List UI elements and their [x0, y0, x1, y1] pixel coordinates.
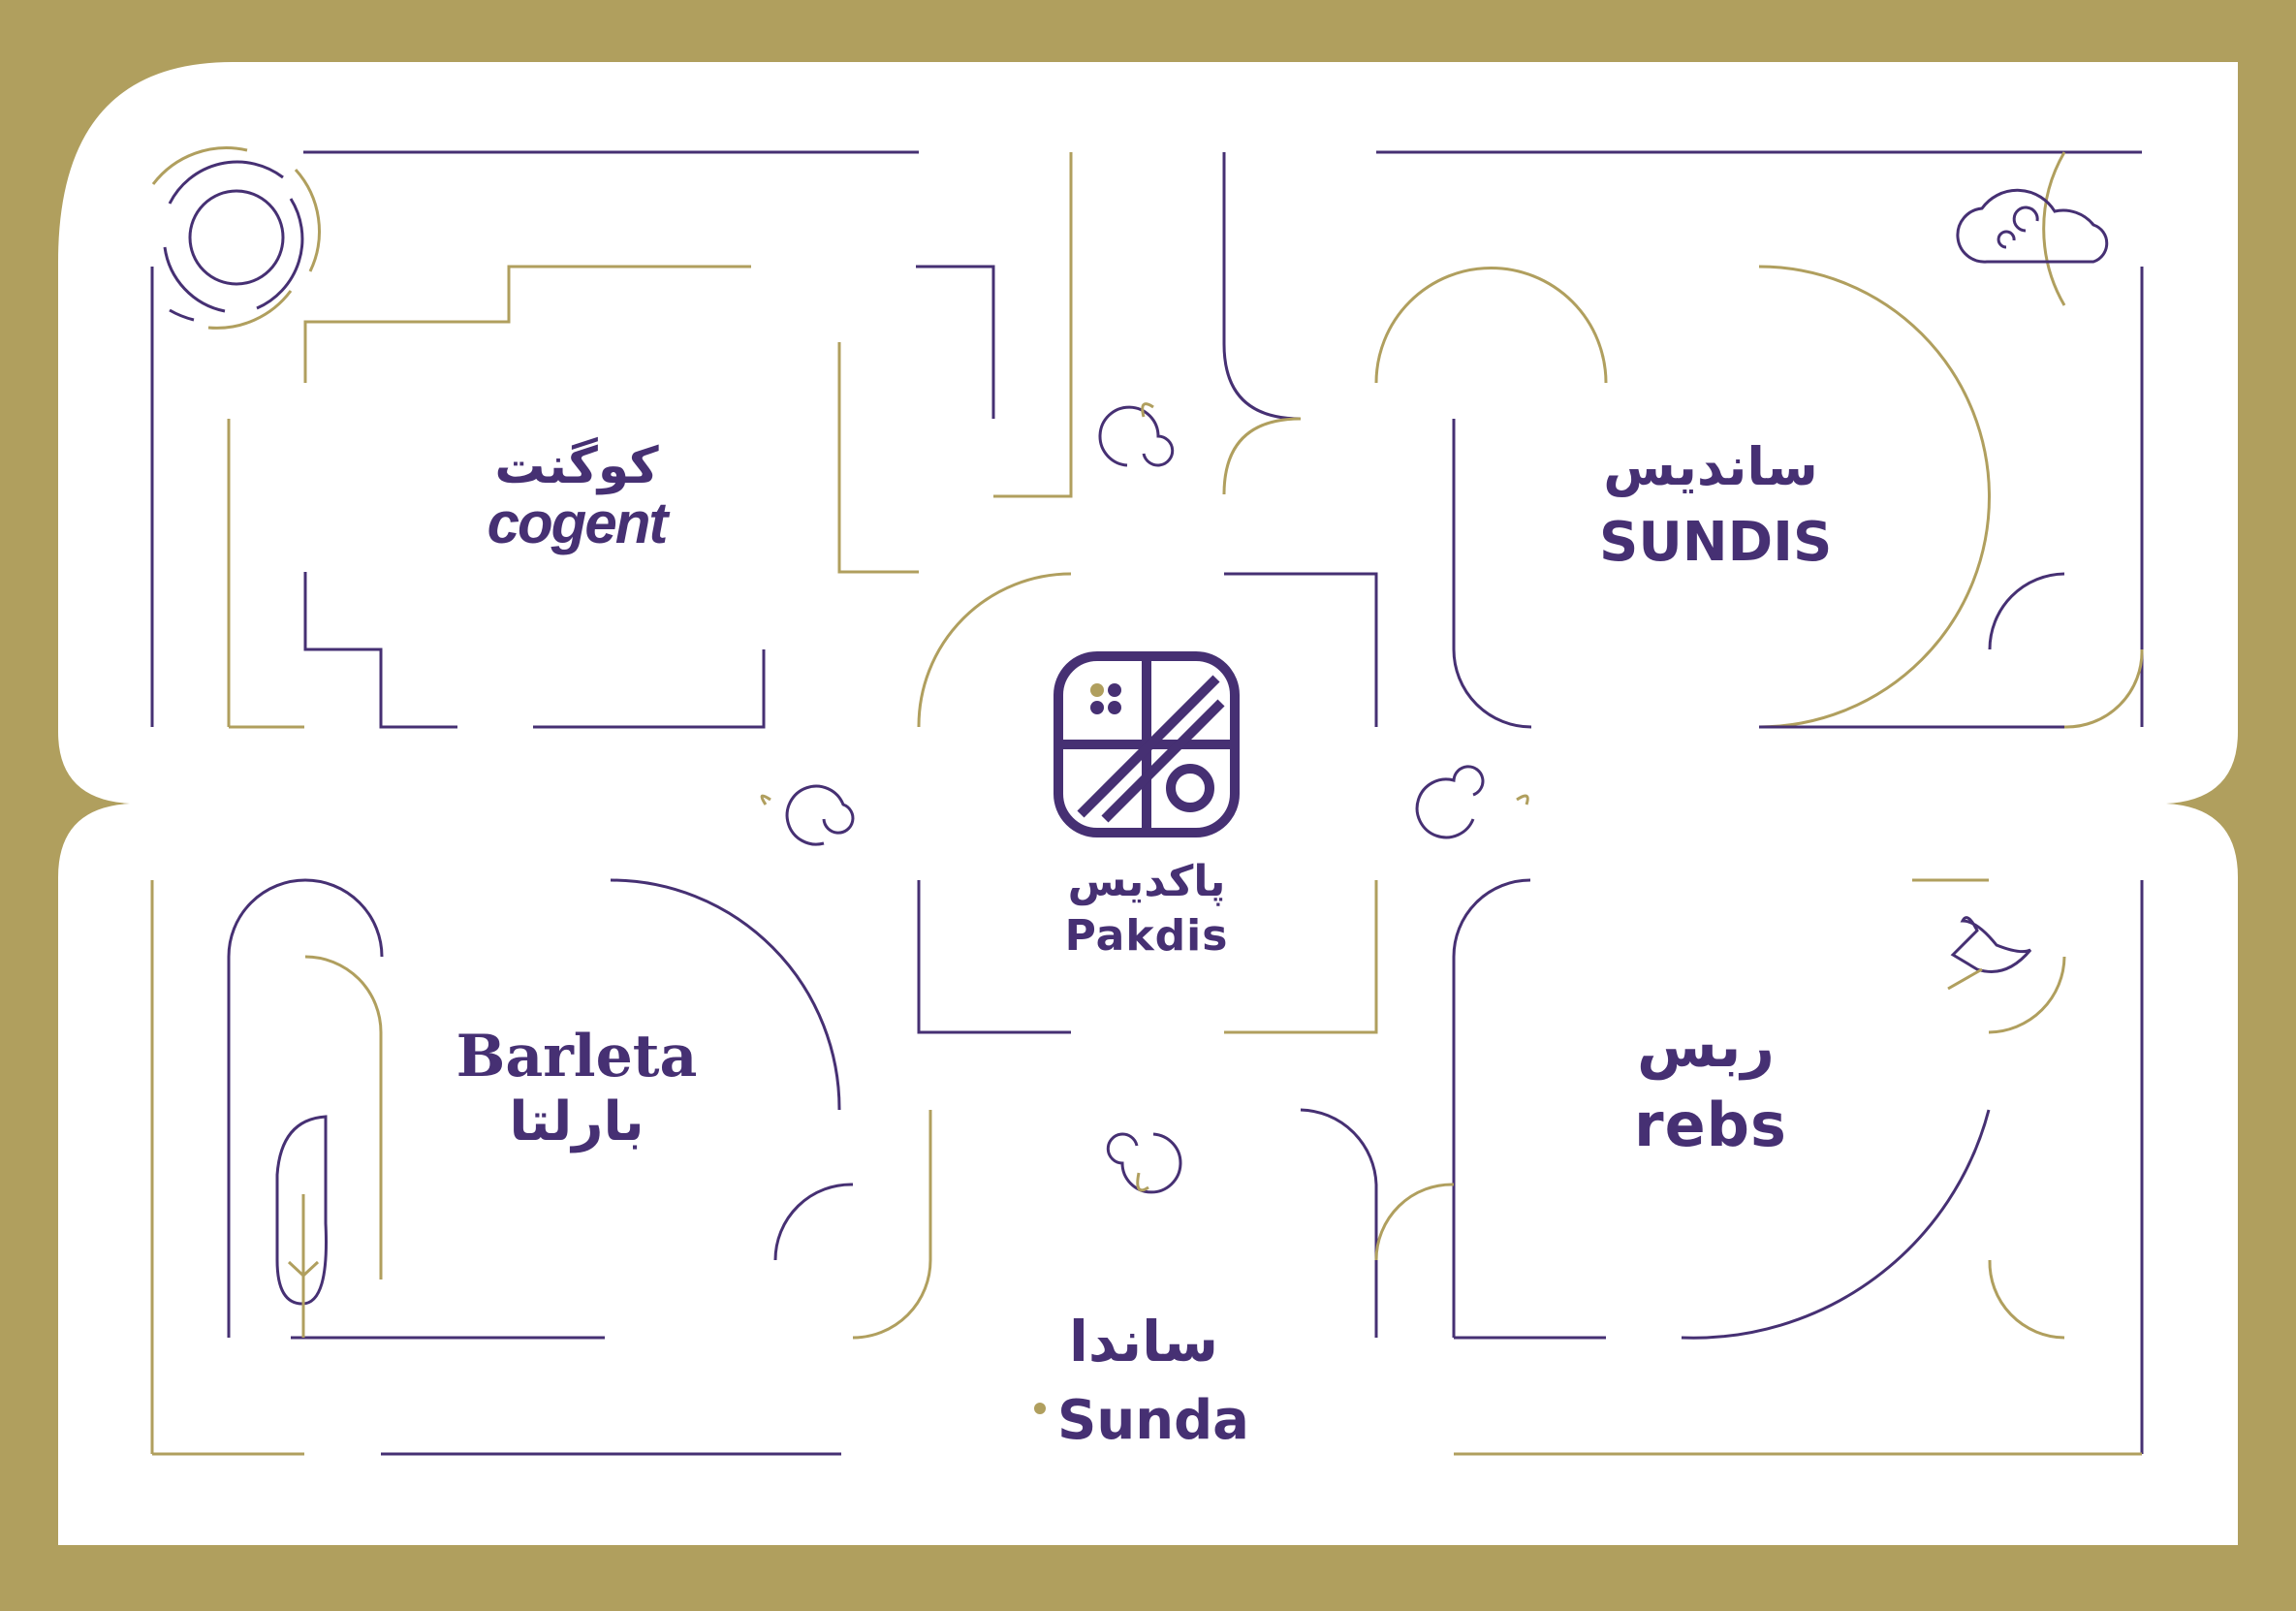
barleta-frame [150, 878, 932, 1456]
pakdis-frame [917, 572, 1378, 1034]
swirl-icon [1106, 1132, 1182, 1194]
rebs-latin: rebs [1634, 1090, 1787, 1160]
feather-icon [275, 1115, 328, 1338]
pakdis-dots [1090, 683, 1121, 714]
sundis-latin: SUNDIS [1599, 511, 1833, 574]
pakdis-latin: Pakdis [1064, 911, 1229, 961]
sunda-latin: Sunda [1057, 1389, 1249, 1452]
barleta-arabic: بارلتا [509, 1090, 645, 1153]
swirl-icon [760, 784, 855, 846]
sunda-dot [1034, 1403, 1046, 1414]
swirl-icon [1098, 402, 1175, 467]
cogent-latin: cogent [487, 490, 669, 555]
sunda-arabic: ساندا [1069, 1309, 1218, 1374]
pakdis-emblem [1054, 651, 1240, 837]
rebs-frame [1452, 878, 2144, 1456]
sunda-frame [1300, 1108, 1455, 1338]
pakdis-arabic: پاکدیس [1067, 857, 1226, 906]
cogent-arabic: کوگنت [494, 437, 659, 495]
sun-icon [151, 146, 321, 330]
sundis-arabic: ساندیس [1603, 436, 1818, 497]
cloud-icon [1956, 188, 2109, 264]
barleta-latin: Barleta [456, 1023, 698, 1090]
bird-icon [1947, 916, 2032, 991]
sundis-frame [1222, 150, 2144, 729]
swirl-icon [1415, 765, 1529, 839]
cogent-frame [150, 150, 1073, 729]
rebs-arabic: ربس [1637, 1013, 1775, 1081]
